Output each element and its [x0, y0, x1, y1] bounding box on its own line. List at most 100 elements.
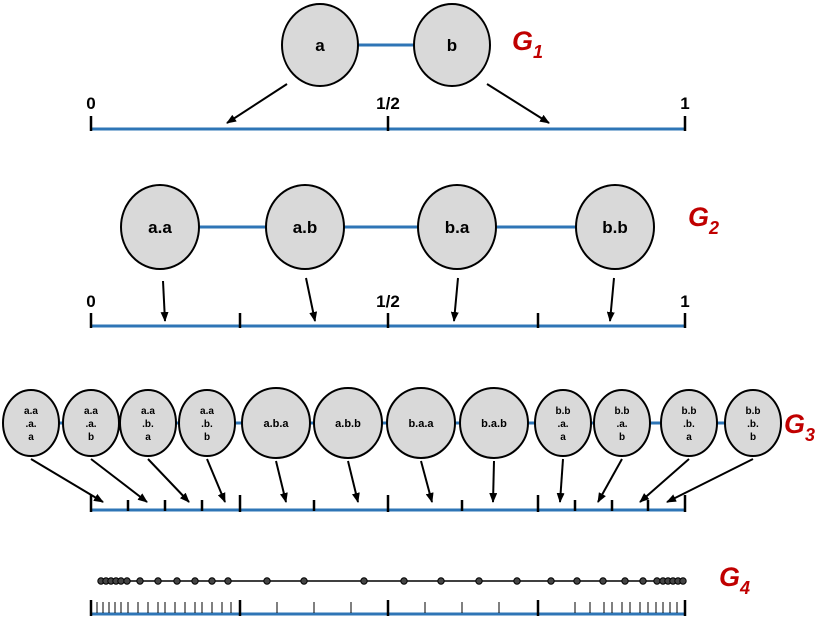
g3-node-label: a.a	[141, 406, 155, 417]
g1-node-a-label: a	[315, 36, 325, 55]
g4-vertex	[653, 577, 661, 585]
g1-node-a	[281, 3, 359, 87]
g3-node-label: a	[145, 432, 151, 443]
g3-node-label: b	[750, 432, 756, 443]
g1-node-b-label: b	[447, 36, 457, 55]
g3-arrow	[90, 458, 148, 503]
g3-arrow	[489, 460, 498, 503]
g3-node-label: a.a	[24, 406, 38, 417]
g3-node	[534, 389, 592, 457]
g4-vertex	[123, 577, 131, 585]
g2-tick-label-0: 0	[86, 292, 95, 311]
g3-node	[313, 387, 383, 459]
g3-arrow	[639, 458, 690, 503]
g3-arrow	[147, 458, 190, 503]
g3-node-label: .b.	[142, 419, 154, 430]
g4-vertex	[117, 577, 125, 585]
g3-node	[459, 387, 529, 459]
g4-vertex	[599, 577, 607, 585]
g4-section: G4	[89, 562, 750, 616]
g4-vertex	[621, 577, 629, 585]
g3-arrow	[597, 458, 623, 503]
g3-node-label: a.a	[200, 406, 214, 417]
g3-node-label: .b.	[201, 419, 213, 430]
g1-graph-label: G1	[512, 26, 543, 62]
g3-node-label: a.a	[84, 406, 98, 417]
g4-vertex	[513, 577, 521, 585]
g1-tick-label-0: 0	[86, 94, 95, 113]
g3-node	[2, 389, 60, 457]
g1-tick-label-1: 1	[680, 94, 689, 113]
g3-node	[660, 389, 718, 457]
g2-node-ba-label: b.a	[445, 218, 470, 237]
g2-arrow-2	[305, 277, 318, 322]
g4-vertices	[97, 577, 687, 585]
g3-node-label: b	[204, 432, 210, 443]
g2-node-ab-label: a.b	[293, 218, 318, 237]
g3-node	[386, 387, 456, 459]
g4-vertex	[573, 577, 581, 585]
g4-vertex	[547, 577, 555, 585]
g4-vertex	[437, 577, 445, 585]
g3-node-label: .a.	[557, 419, 568, 430]
g4-vertex	[475, 577, 483, 585]
g2-section: a.a a.b b.a b.b 0 1/2 1 G2	[86, 184, 719, 328]
g3-arrows	[30, 458, 754, 503]
g4-vertex	[136, 577, 144, 585]
g4-vertex	[224, 577, 232, 585]
g3-ticks	[89, 495, 687, 512]
g3-node-label: b.b	[746, 406, 761, 417]
g4-vertex	[263, 577, 271, 585]
g2-tick-label-half: 1/2	[376, 292, 400, 311]
g3-node	[593, 389, 651, 457]
g3-node-label: b	[619, 432, 625, 443]
g3-node-label: .b.	[683, 419, 695, 430]
g3-node	[178, 389, 236, 457]
g4-vertex	[639, 577, 647, 585]
g3-node-label: b	[88, 432, 94, 443]
g1-node-b	[413, 3, 491, 87]
g3-node-label: a	[560, 432, 566, 443]
g3-arrow	[420, 460, 434, 503]
g4-ticks	[89, 600, 687, 616]
g3-node-label: a.b.a	[263, 418, 289, 430]
g3-arrow	[30, 458, 104, 503]
g4-vertex	[400, 577, 408, 585]
g2-arrow-4	[606, 277, 615, 322]
g3-node-label: a	[686, 432, 692, 443]
g4-vertex	[360, 577, 368, 585]
g3-arrow	[206, 458, 226, 503]
g1-arrow-b	[486, 83, 550, 124]
g3-arrow	[556, 458, 565, 503]
g3-node-label: .b.	[747, 419, 759, 430]
g3-node	[119, 389, 177, 457]
g3-node-label: a	[28, 432, 34, 443]
g4-vertex	[208, 577, 216, 585]
g4-graph-label: G4	[719, 562, 750, 598]
g3-node	[241, 387, 311, 459]
g3-node-label: b.b	[556, 406, 571, 417]
g3-node-label: .a.	[85, 419, 96, 430]
g2-node-aa	[120, 184, 200, 270]
g3-node-label: b.b	[615, 406, 630, 417]
g3-node-label: b.b	[682, 406, 697, 417]
g3-node-label: .a.	[25, 419, 36, 430]
g3-node-label: .a.	[616, 419, 627, 430]
g4-vertex	[173, 577, 181, 585]
g3-graph-label: G3	[784, 409, 815, 445]
g3-node-label: b.a.a	[408, 418, 434, 430]
g3-arrow	[666, 458, 754, 503]
g3-node-label: b.a.b	[481, 418, 507, 430]
g4-vertex	[300, 577, 308, 585]
g3-arrow	[275, 460, 288, 503]
g2-node-aa-label: a.a	[148, 218, 172, 237]
g3-arrow	[347, 460, 360, 503]
g3-node	[724, 389, 782, 457]
g2-node-bb-label: b.b	[602, 218, 628, 237]
g4-vertex	[191, 577, 199, 585]
g2-node-ab	[265, 184, 345, 270]
g4-vertex	[679, 577, 687, 585]
